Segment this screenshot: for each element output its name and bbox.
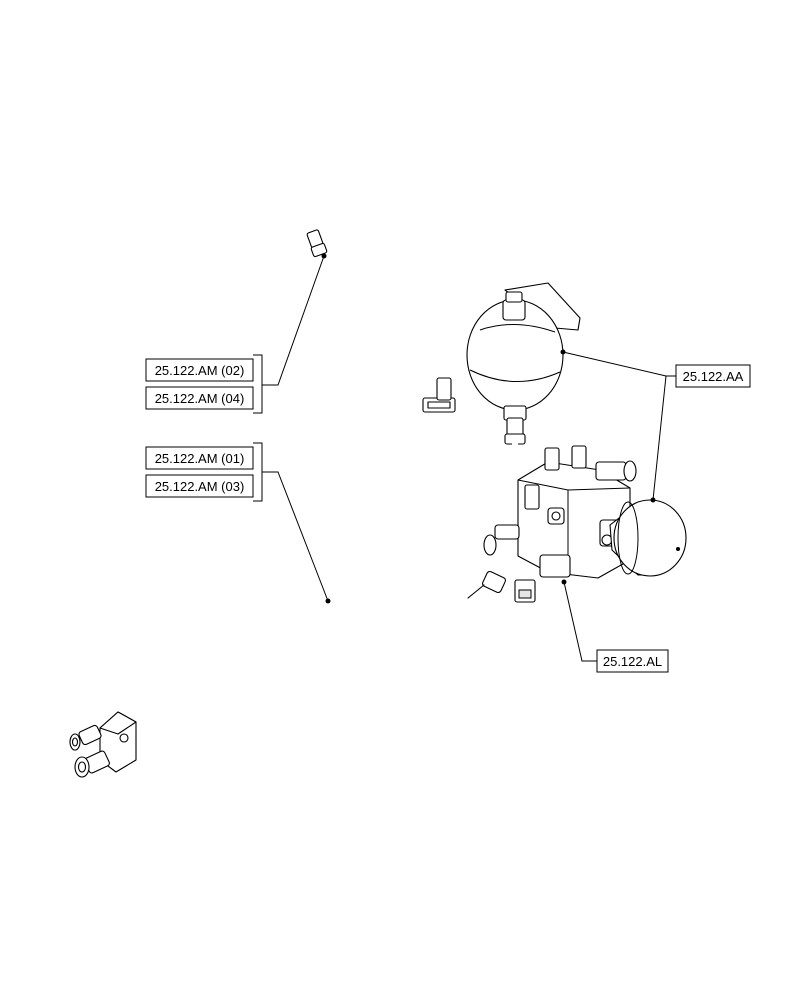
upper-hydraulic-line bbox=[319, 244, 523, 515]
leader-al bbox=[561, 579, 597, 662]
clamp-bracket-icon bbox=[422, 377, 456, 413]
callout-am04-label: 25.122.AM (04) bbox=[155, 391, 245, 406]
top-fitting-icon bbox=[306, 229, 328, 258]
upper-accumulator-icon bbox=[466, 282, 581, 445]
callout-aa: 25.122.AA bbox=[675, 364, 751, 388]
bracket-am02-am04 bbox=[253, 253, 327, 414]
bracket-am01-am03 bbox=[253, 442, 331, 604]
callout-al: 25.122.AL bbox=[596, 649, 669, 673]
callout-am03-label: 25.122.AM (03) bbox=[155, 479, 245, 494]
callout-am03: 25.122.AM (03) bbox=[145, 474, 254, 498]
callout-am02-label: 25.122.AM (02) bbox=[155, 363, 245, 378]
callout-am04: 25.122.AM (04) bbox=[145, 386, 254, 410]
leader-aa bbox=[560, 349, 676, 503]
callout-am01: 25.122.AM (01) bbox=[145, 446, 254, 470]
right-accumulator-icon bbox=[609, 499, 687, 577]
callout-aa-label: 25.122.AA bbox=[683, 369, 744, 384]
quick-coupler-upper-icon bbox=[69, 724, 102, 751]
quick-coupler-lower-icon bbox=[74, 750, 110, 778]
coupler-block-icon bbox=[99, 711, 137, 773]
callout-al-label: 25.122.AL bbox=[603, 654, 662, 669]
callout-am01-label: 25.122.AM (01) bbox=[155, 451, 245, 466]
callout-am02: 25.122.AM (02) bbox=[145, 358, 254, 382]
lower-hydraulic-lines bbox=[116, 546, 494, 746]
